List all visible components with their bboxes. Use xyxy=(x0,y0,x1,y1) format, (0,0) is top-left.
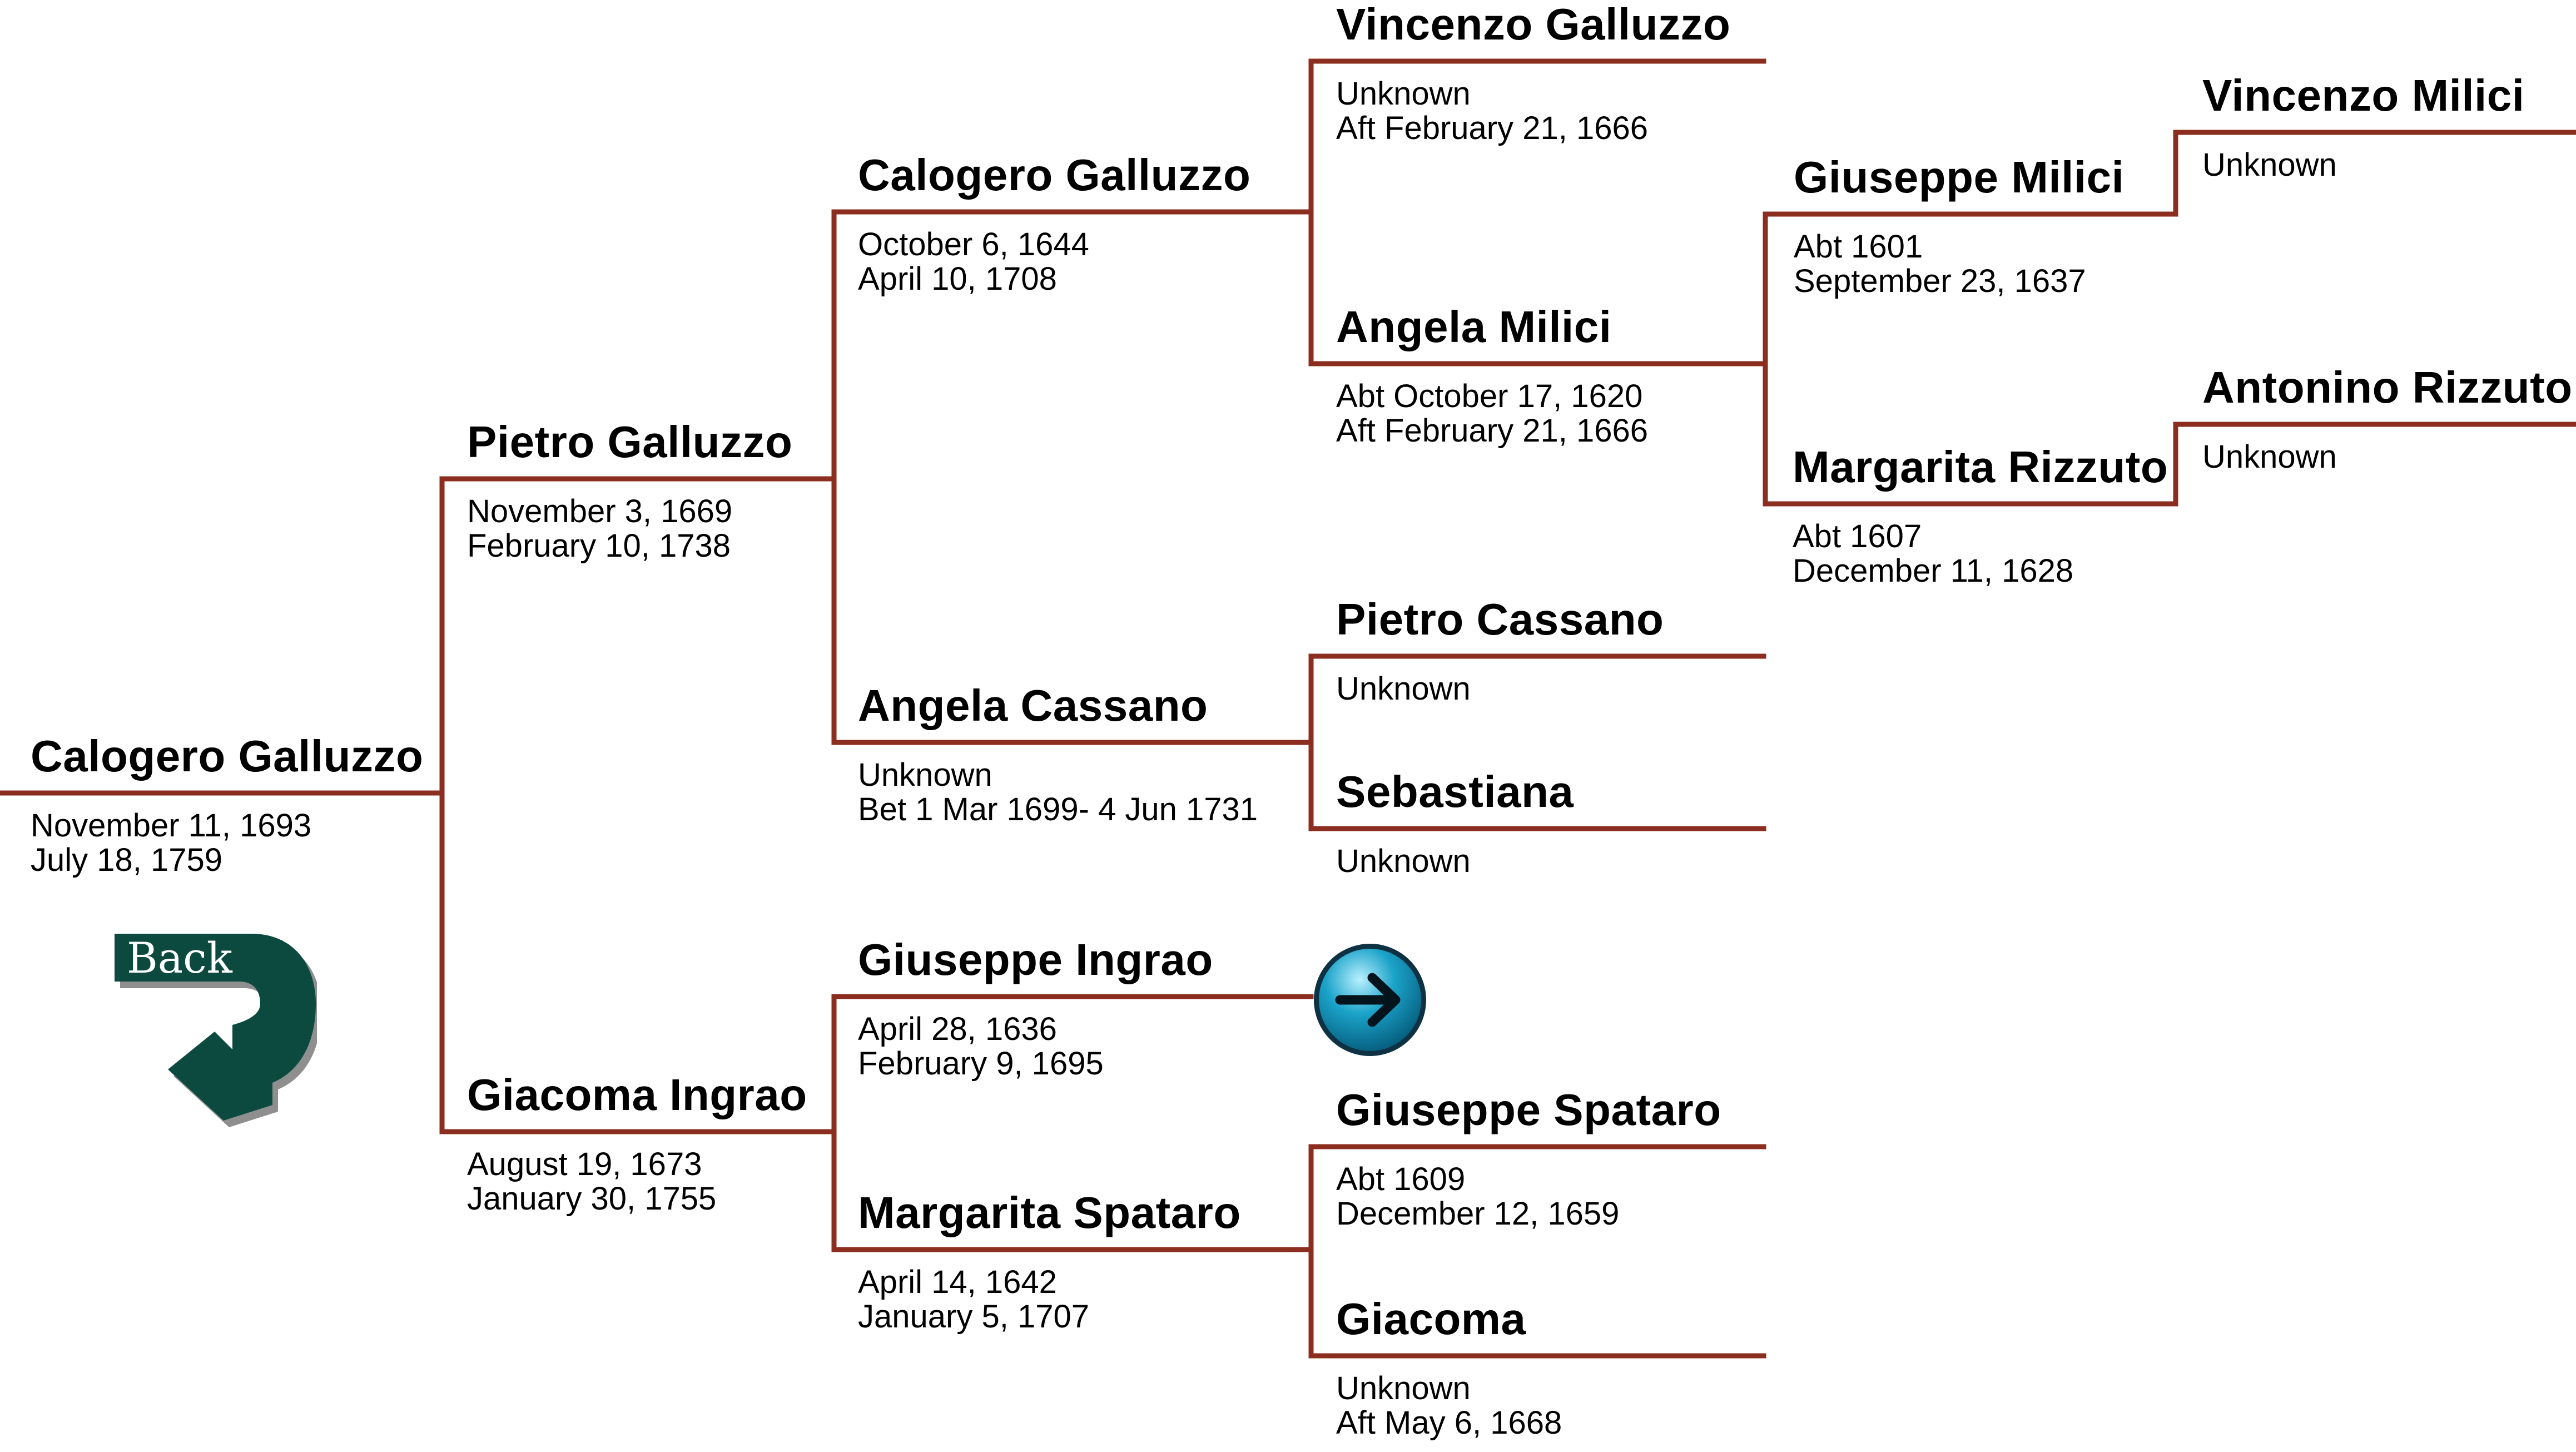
person-death: December 12, 1659 xyxy=(1336,1196,1620,1232)
person-name: Margarita Rizzuto xyxy=(1793,442,2168,492)
person-name: Margarita Spataro xyxy=(858,1188,1241,1237)
person-death: December 11, 1628 xyxy=(1793,553,2074,589)
person-name: Calogero Galluzzo xyxy=(858,150,1251,200)
person-name: Pietro Galluzzo xyxy=(467,417,793,467)
person-birth: August 19, 1673 xyxy=(467,1146,702,1182)
person-birth: Unknown xyxy=(858,757,992,793)
person-birth: Unknown xyxy=(1336,76,1471,112)
person-name: Pietro Cassano xyxy=(1336,594,1664,644)
person-death: January 5, 1707 xyxy=(858,1299,1089,1335)
person-name: Giuseppe Spataro xyxy=(1336,1085,1721,1134)
back-button-label: Back xyxy=(127,933,233,983)
person-death: Aft February 21, 1666 xyxy=(1336,413,1648,449)
person-name: Angela Milici xyxy=(1336,302,1612,351)
person-birth: Unknown xyxy=(1336,1370,1471,1406)
person-birth: October 6, 1644 xyxy=(858,226,1089,262)
back-arrow-icon xyxy=(115,934,317,1127)
person-birth: Unknown xyxy=(1336,843,1471,879)
person-death: February 9, 1695 xyxy=(858,1045,1104,1082)
person-birth: Unknown xyxy=(1336,671,1471,707)
person-birth: Unknown xyxy=(2202,147,2337,183)
person-name: Giuseppe Milici xyxy=(1794,152,2125,202)
person-death: Bet 1 Mar 1699- 4 Jun 1731 xyxy=(858,791,1258,827)
person-birth: Abt 1601 xyxy=(1794,229,1923,265)
person-name: Sebastiana xyxy=(1336,767,1574,816)
person-name: Angela Cassano xyxy=(858,681,1208,730)
person-death: April 10, 1708 xyxy=(858,261,1057,297)
person-name: Giacoma Ingrao xyxy=(467,1070,807,1119)
person-name: Giuseppe Ingrao xyxy=(858,935,1213,984)
person-name: Giacoma xyxy=(1336,1294,1526,1344)
person-name: Antonino Rizzuto xyxy=(2202,363,2573,412)
person-death: July 18, 1759 xyxy=(31,842,223,878)
person-birth: Abt October 17, 1620 xyxy=(1336,378,1643,414)
person-birth: April 14, 1642 xyxy=(858,1264,1057,1300)
back-button[interactable]: Back xyxy=(106,926,317,1137)
person-death: January 30, 1755 xyxy=(467,1181,717,1217)
person-name: Calogero Galluzzo xyxy=(31,731,424,781)
person-birth: November 11, 1693 xyxy=(31,807,312,844)
person-name: Vincenzo Galluzzo xyxy=(1336,0,1731,49)
person-birth: Unknown xyxy=(2202,439,2337,475)
person-birth: Abt 1607 xyxy=(1793,518,1922,554)
person-birth: April 28, 1636 xyxy=(858,1011,1057,1047)
person-death: Aft May 6, 1668 xyxy=(1336,1405,1562,1441)
person-birth: Abt 1609 xyxy=(1336,1161,1466,1197)
person-name: Vincenzo Milici xyxy=(2202,71,2525,120)
person-death: February 10, 1738 xyxy=(467,528,731,564)
arrow-right-icon xyxy=(1335,973,1401,1027)
person-birth: November 3, 1669 xyxy=(467,493,733,529)
person-death: Aft February 21, 1666 xyxy=(1336,110,1648,146)
next-generation-button[interactable] xyxy=(1311,941,1429,1059)
person-death: September 23, 1637 xyxy=(1794,263,2086,299)
